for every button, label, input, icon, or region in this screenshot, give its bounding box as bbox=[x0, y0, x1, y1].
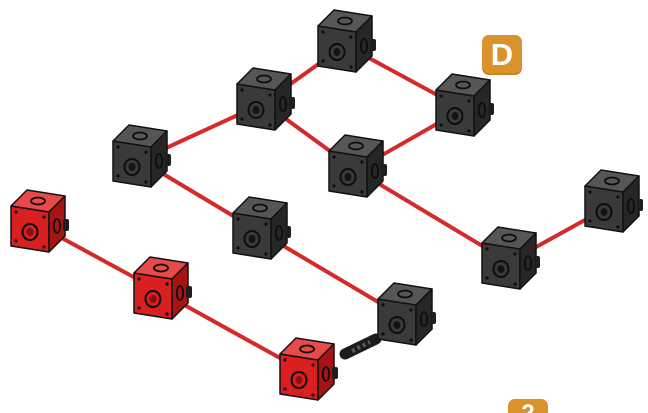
red-cube bbox=[10, 189, 69, 253]
black-cube bbox=[328, 134, 387, 198]
rod-layer bbox=[36, 43, 614, 375]
connector-peg bbox=[339, 333, 382, 360]
red-cube bbox=[133, 256, 192, 320]
step-badge-next: 2 bbox=[508, 399, 548, 413]
black-cube bbox=[317, 9, 376, 73]
black-cube bbox=[236, 67, 295, 131]
black-cube bbox=[584, 169, 643, 233]
red-cube bbox=[279, 337, 338, 401]
black-cube bbox=[112, 124, 171, 188]
step-badge-d: D bbox=[482, 35, 522, 75]
black-cube bbox=[377, 282, 436, 346]
black-cube bbox=[435, 73, 494, 137]
black-cube bbox=[481, 226, 540, 290]
black-cube bbox=[232, 196, 291, 260]
